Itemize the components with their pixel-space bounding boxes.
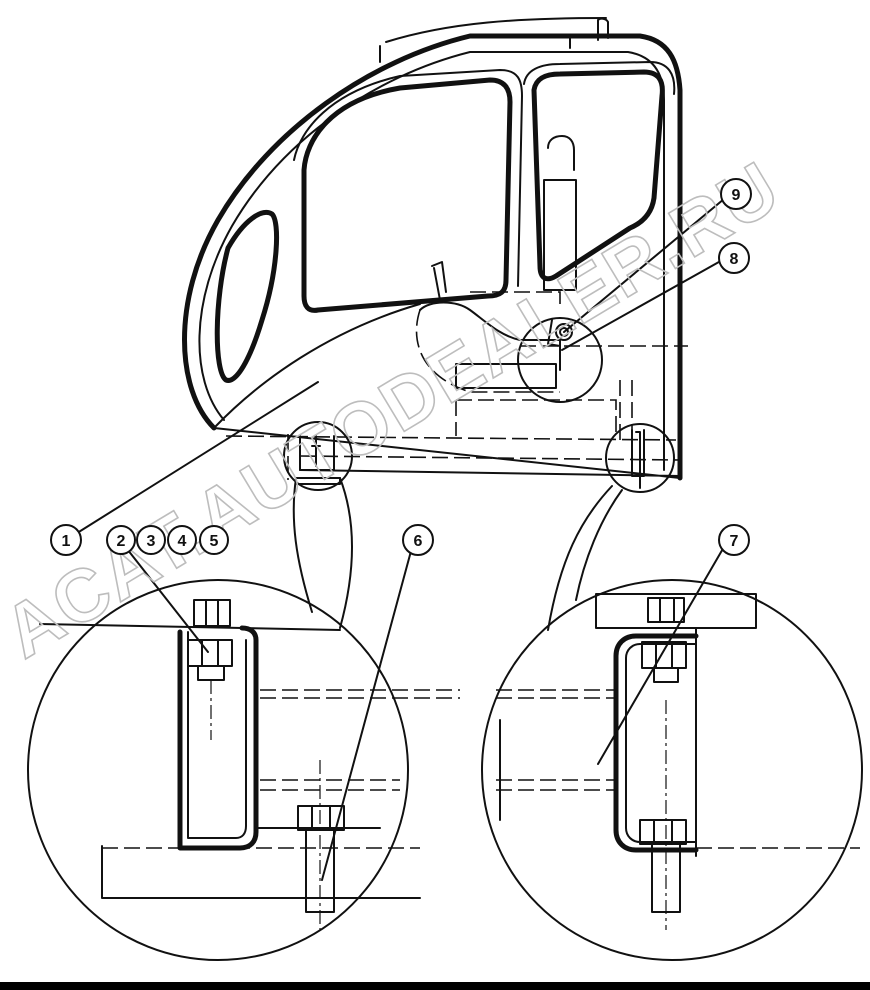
cab-body [182, 17, 688, 489]
callout-4: 4 [167, 525, 197, 555]
callout-8-label: 8 [730, 251, 739, 268]
callout-3-label: 3 [147, 533, 156, 550]
callout-9-label: 9 [732, 187, 741, 204]
callout-2-label: 2 [117, 533, 126, 550]
callout-2: 2 [106, 525, 136, 555]
callout-5: 5 [199, 525, 229, 555]
callout-8: 8 [718, 242, 750, 274]
right-mount-detail [481, 579, 863, 961]
callout-5-label: 5 [210, 533, 219, 550]
callout-1-label: 1 [62, 533, 71, 550]
left-mount-detail [27, 579, 460, 961]
callout-3: 3 [136, 525, 166, 555]
callout-4-label: 4 [178, 533, 187, 550]
callout-6-label: 6 [414, 533, 423, 550]
callout-7-label: 7 [730, 533, 739, 550]
bottom-border [0, 982, 870, 990]
detail-zoom-markers [283, 317, 675, 631]
callout-1: 1 [50, 524, 82, 556]
callout-6: 6 [402, 524, 434, 556]
callout-7: 7 [718, 524, 750, 556]
leader-lines [65, 193, 731, 881]
callout-9: 9 [720, 178, 752, 210]
